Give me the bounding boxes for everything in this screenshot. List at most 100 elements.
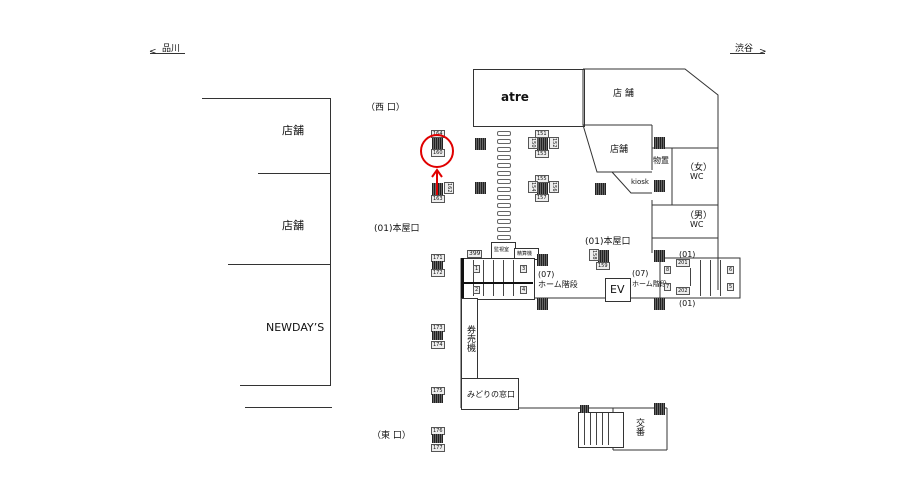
arrowhead-right-icon: > bbox=[759, 47, 767, 57]
wall bbox=[240, 385, 330, 386]
shop-label: 店舗 bbox=[610, 145, 629, 155]
pillar-label: 159 bbox=[596, 262, 610, 270]
highlight-circle-icon bbox=[420, 134, 454, 168]
pillar bbox=[654, 250, 665, 262]
pillar-label: (07) bbox=[632, 269, 649, 278]
pillar-label: 202 bbox=[676, 287, 690, 295]
pillar-label: 155 bbox=[535, 175, 549, 183]
pillar-label: 201 bbox=[676, 259, 690, 267]
kiosk-label: kiosk bbox=[631, 178, 649, 186]
wall bbox=[202, 98, 330, 99]
stair-step bbox=[608, 413, 609, 445]
map-element bbox=[461, 258, 464, 298]
honya-exit-label: (01)本屋口 bbox=[585, 237, 631, 247]
stair-step bbox=[596, 413, 597, 445]
koban-label: 交番 bbox=[634, 418, 644, 436]
pillar-label: 177 bbox=[431, 444, 445, 452]
home-stairs-label: ホーム階段 bbox=[632, 280, 667, 288]
pillar bbox=[537, 298, 548, 310]
wall bbox=[245, 407, 332, 408]
pillar-label: 152 bbox=[549, 137, 559, 149]
shop-label: 店 舗 bbox=[613, 89, 634, 99]
storage-label: 物置 bbox=[653, 156, 669, 165]
map-element bbox=[582, 124, 652, 173]
pillar bbox=[432, 434, 443, 443]
pillar-label: 5 bbox=[727, 283, 735, 291]
pillar-label: 158 bbox=[589, 249, 599, 261]
crosswalk-stripe bbox=[497, 187, 511, 192]
stair-step bbox=[590, 413, 591, 445]
crosswalk-stripe bbox=[497, 131, 511, 136]
highlight-marker bbox=[420, 134, 454, 195]
crosswalk-stripe bbox=[497, 179, 511, 184]
atre-store bbox=[473, 69, 585, 127]
newdays-label: NEWDAY’S bbox=[266, 321, 325, 334]
crosswalk-stripe bbox=[497, 195, 511, 200]
pillar bbox=[598, 250, 609, 262]
pillar bbox=[654, 137, 665, 149]
pillar bbox=[654, 180, 665, 192]
midori-window[interactable]: みどりの窓口 bbox=[461, 378, 519, 410]
pillar bbox=[654, 298, 665, 310]
stair-step bbox=[473, 260, 474, 296]
ticket-machines[interactable]: 券売機 bbox=[461, 298, 478, 380]
elevator[interactable]: EV bbox=[605, 278, 631, 302]
pillar bbox=[475, 138, 486, 150]
stair-step bbox=[690, 268, 691, 286]
stairs-east[interactable] bbox=[578, 412, 624, 448]
pillar-label: みどりの窓口 bbox=[467, 390, 515, 399]
stair-step bbox=[720, 260, 721, 296]
map-element bbox=[461, 282, 533, 284]
arrow-left-icon bbox=[150, 53, 185, 54]
west-exit-label: （西 口） bbox=[366, 103, 405, 113]
home-stairs-label: ホーム階段 bbox=[538, 280, 578, 289]
stair-step bbox=[493, 260, 494, 296]
pillar bbox=[432, 261, 443, 269]
pillar-label: 精算機 bbox=[517, 251, 533, 257]
pillar-label: 162 bbox=[444, 182, 454, 194]
stair-step bbox=[483, 260, 484, 296]
pillar-label: 154 bbox=[528, 181, 538, 193]
east-exit-label: （東 口） bbox=[372, 431, 411, 441]
pillar bbox=[475, 182, 486, 194]
stair-step bbox=[700, 260, 701, 296]
wc-women-label: （女） bbox=[685, 163, 713, 173]
pillar bbox=[654, 403, 665, 415]
pillar bbox=[595, 183, 606, 195]
pillar-label: 163 bbox=[431, 195, 445, 203]
wc-men-label: （男） bbox=[685, 211, 713, 221]
pillar-label: 156 bbox=[549, 181, 559, 193]
pillar-label: 164 bbox=[431, 130, 445, 138]
pillar-label: 2 bbox=[473, 286, 481, 294]
pillar-label: 7 bbox=[664, 283, 672, 291]
arrowhead-left-icon: < bbox=[149, 47, 157, 57]
crosswalk-stripe bbox=[497, 163, 511, 168]
wc-women-label: WC bbox=[690, 172, 704, 181]
wall bbox=[228, 264, 330, 265]
crosswalk-stripe bbox=[497, 147, 511, 152]
pillar-label: (01) bbox=[679, 299, 696, 308]
stair-step bbox=[503, 260, 504, 296]
pillar bbox=[537, 138, 548, 150]
pillar-label: 3 bbox=[520, 265, 528, 273]
pillar bbox=[432, 394, 443, 403]
atre-label: atre bbox=[501, 90, 529, 104]
crosswalk-stripe bbox=[497, 139, 511, 144]
crosswalk-stripe bbox=[497, 227, 511, 232]
pillar bbox=[537, 182, 548, 194]
pillar-label: 399 bbox=[467, 250, 483, 258]
pillar bbox=[432, 331, 443, 340]
stair-step bbox=[584, 413, 585, 445]
pillar-label: 券売機 bbox=[465, 325, 475, 352]
pillar-label: 監視室 bbox=[494, 247, 510, 253]
crosswalk-stripe bbox=[497, 235, 511, 240]
crosswalk-stripe bbox=[497, 203, 511, 208]
map-element bbox=[659, 257, 741, 299]
crosswalk-stripe bbox=[497, 171, 511, 176]
pillar-label: 1 bbox=[473, 265, 481, 273]
wall bbox=[330, 98, 331, 386]
pillar-label: 160 bbox=[431, 149, 445, 157]
pillar-label: 8 bbox=[664, 266, 672, 274]
pillar-label: 153 bbox=[535, 150, 549, 158]
